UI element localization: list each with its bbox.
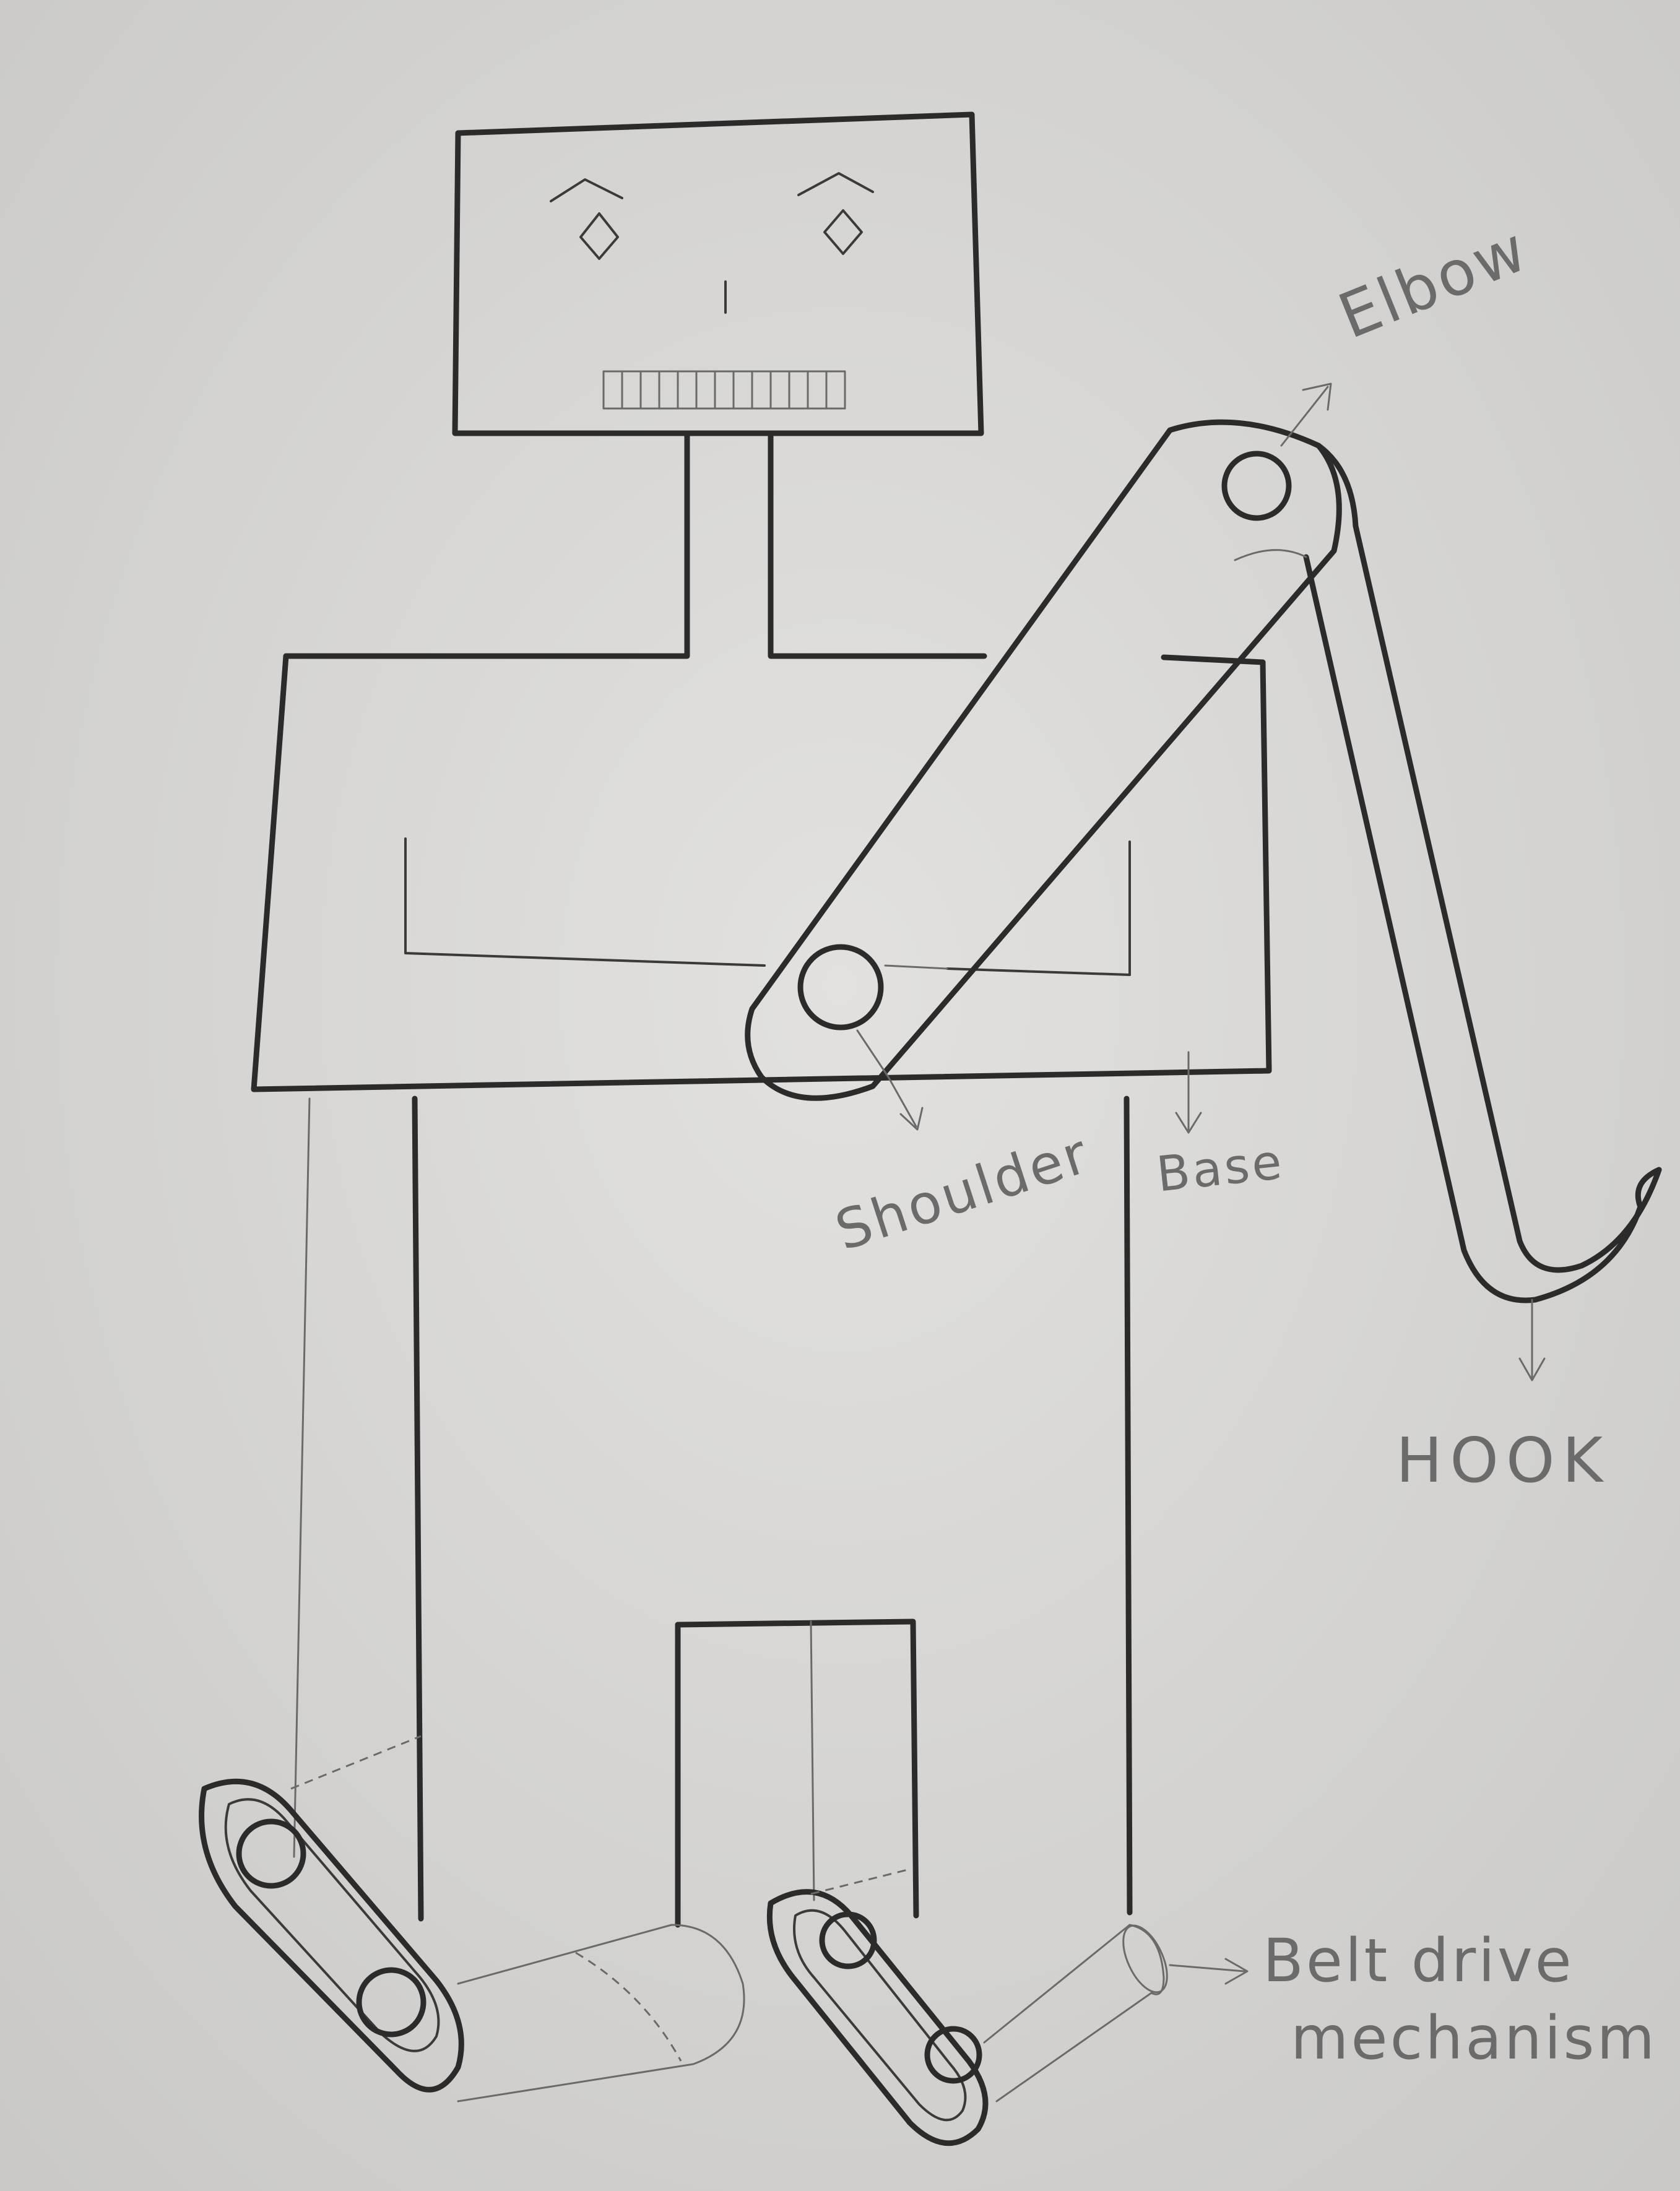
right-leg-outer-edge (1127, 1099, 1130, 1912)
label-belt-drive-line2: mechanism (1291, 2008, 1657, 2068)
label-base: Base (1154, 1138, 1286, 1199)
label-hook: HOOK (1396, 1430, 1610, 1492)
label-belt-drive-line1: Belt drive (1263, 1931, 1574, 1990)
